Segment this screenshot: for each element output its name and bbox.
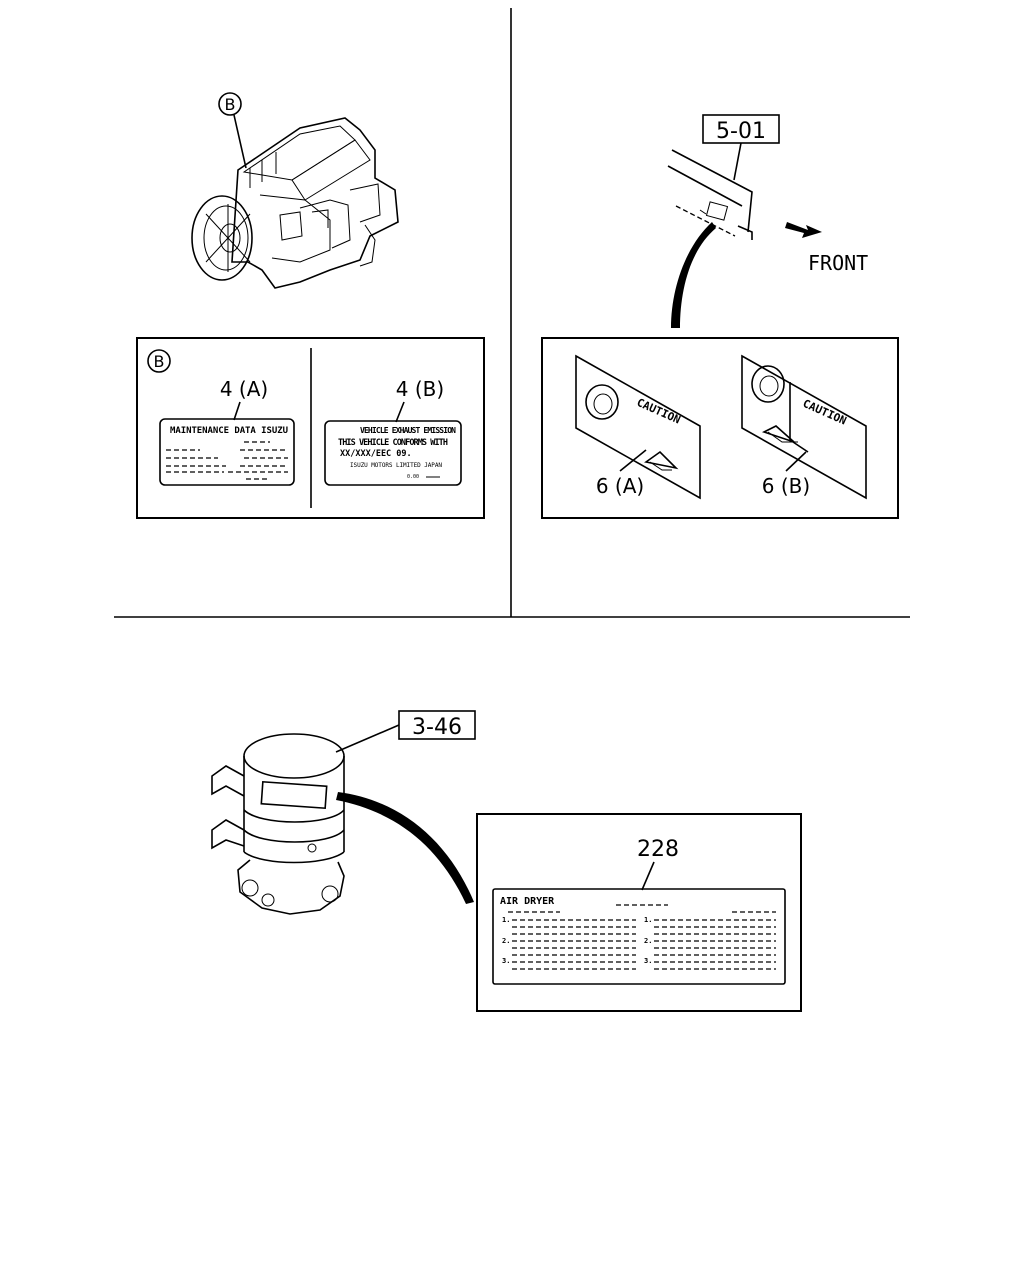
label-4b-line-4: ISUZU MOTORS LIMITED JAPAN [350, 462, 442, 469]
air-dryer-illustration: 3-46 [211, 710, 476, 915]
label-4b-line-1: VEHICLE EXHAUST EMISSION [360, 426, 456, 435]
air-dryer-left-number-1: 1. [502, 916, 510, 924]
front-direction-label: FRONT [808, 251, 868, 275]
ref-box-3-46-text: 3-46 [412, 715, 462, 740]
engine-illustration: B [191, 92, 399, 289]
air-dryer-right-number-2: 2. [644, 937, 652, 945]
label-4b-line-5: 0.00 [407, 474, 419, 480]
callout-4b: 4 (B) [396, 377, 444, 401]
callout-228: 228 [637, 837, 679, 862]
air-dryer-label [492, 888, 786, 985]
caution-label-panel: CAUTION 6 (A) CAUTION 6 (B) [541, 337, 899, 519]
air-dryer-label-data-lines [512, 919, 776, 970]
caution-label-6b: CAUTION 6 (B) [741, 354, 867, 500]
label-4b-line-2: THIS VEHICLE CONFORMS WITH [338, 438, 448, 448]
air-dryer-right-number-1: 1. [644, 916, 652, 924]
label-4a [159, 418, 295, 486]
engine-callout-letter: B [225, 95, 236, 114]
air-dryer-right-number-3: 3. [644, 957, 652, 965]
callout-4a: 4 (A) [220, 377, 268, 401]
callout-6a: 6 (A) [596, 474, 644, 498]
air-dryer-label-panel: 228 AIR DRYER 1. 2. 3. 1. 2. 3. [476, 813, 802, 1012]
air-dryer-left-number-2: 2. [502, 937, 510, 945]
label-4b-line-3: XX/XXX/EEC 09. [340, 449, 412, 459]
callout-6b: 6 (B) [762, 474, 810, 498]
label-4a-title: MAINTENANCE DATA ISUZU [170, 426, 288, 436]
ref-box-5-01-text: 5-01 [716, 119, 766, 144]
panel-b-letter: B [154, 352, 165, 371]
air-dryer-label-title: AIR DRYER [500, 896, 555, 907]
frame-rail-illustration: 5-01 FRONT [667, 114, 868, 328]
front-arrow-icon [785, 222, 822, 238]
label-4a-data-lines [166, 441, 288, 480]
label-4b [324, 420, 462, 486]
label-panel-b: B 4 (A) MAINTENANCE DATA ISUZU 4 (B) VEH… [136, 337, 485, 519]
air-dryer-left-number-3: 3. [502, 957, 510, 965]
